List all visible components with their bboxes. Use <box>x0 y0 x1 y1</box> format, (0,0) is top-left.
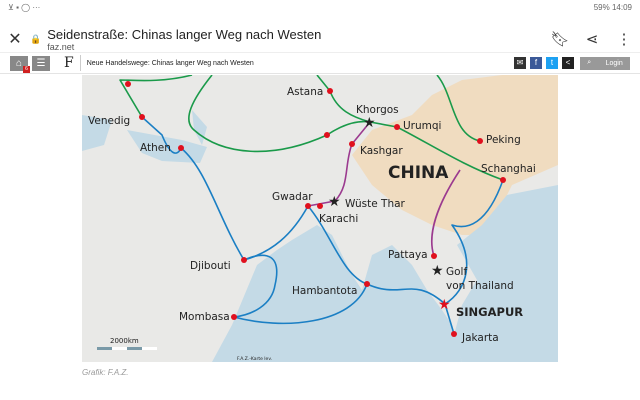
label-peking: Peking <box>486 134 521 146</box>
city-dot-astana <box>327 88 333 94</box>
label-von-thailand: von Thailand <box>446 280 514 292</box>
graphic-credit: Grafik: F.A.Z. <box>82 368 129 377</box>
home-icon[interactable]: ⌂6 <box>10 55 30 73</box>
label-djibouti: Djibouti <box>190 260 231 272</box>
scale-label: 2000km <box>110 337 139 345</box>
land-route <box>436 75 481 142</box>
more-icon[interactable]: ⋮ <box>616 31 632 48</box>
login-button[interactable]: ⌕Login <box>580 56 630 70</box>
mail-icon[interactable]: ✉ <box>514 57 526 69</box>
browser-toolbar: ✕ 🔒 Seidenstraße: Chinas langer Weg nach… <box>0 16 640 62</box>
city-dot-gwadar <box>305 203 311 209</box>
site-header: ⌂6 ☰ F Neue Handelswege: Chinas langer W… <box>0 52 640 74</box>
label-urumqi: Urumqi <box>403 120 441 132</box>
label-jakarta: Jakarta <box>461 332 499 344</box>
scale-bar <box>97 347 157 350</box>
label-china: CHINA <box>388 163 449 183</box>
label-venedig: Venedig <box>88 115 130 127</box>
city-dot-peking <box>477 138 483 144</box>
silk-road-map: ★ ★ ★ ★ Venedig Athen Astana Khorgos Uru… <box>82 75 558 362</box>
seas <box>82 110 558 362</box>
city-dot-mombasa <box>231 314 237 320</box>
label-karachi: Karachi <box>319 213 358 225</box>
notification-badge: 6 <box>23 65 30 73</box>
city-dot-djibouti <box>241 257 247 263</box>
city-dot-venedig <box>139 114 145 120</box>
land-route <box>188 75 371 153</box>
star-golf: ★ <box>431 263 444 279</box>
star-khorgos: ★ <box>363 115 376 131</box>
bookmark-icon[interactable]: 🔖︎ <box>550 31 570 48</box>
sea-route <box>233 254 368 325</box>
label-golf: Golf <box>446 266 467 278</box>
search-icon[interactable]: ⌕ <box>587 59 592 66</box>
sea-route <box>141 116 504 305</box>
star-singapur: ★ <box>438 297 451 313</box>
lock-icon: 🔒 <box>30 33 42 44</box>
share-icon[interactable]: < <box>562 57 574 69</box>
label-khorgos: Khorgos <box>356 104 399 116</box>
label-mombasa: Mombasa <box>179 311 230 323</box>
label-wueste-thar: Wüste Thar <box>345 198 406 210</box>
faz-logo[interactable]: F <box>64 55 81 71</box>
label-kashgar: Kashgar <box>360 145 403 157</box>
city-dot-athen <box>178 145 184 151</box>
city-dot-kashgar <box>349 141 355 147</box>
article-title: Neue Handelswege: Chinas langer Weg nach… <box>86 59 254 67</box>
label-athen: Athen <box>140 142 171 154</box>
city-dot <box>324 132 330 138</box>
rail-route <box>431 169 461 257</box>
city-dot-urumqi <box>394 124 400 130</box>
twitter-icon[interactable]: t <box>546 57 558 69</box>
status-bar: ⊻ ▪ ◯ ···59% 14:09 <box>8 3 632 12</box>
city-dot-hambantota <box>364 281 370 287</box>
sea-route <box>444 303 455 335</box>
facebook-icon[interactable]: f <box>530 57 542 69</box>
page-title: Seidenstraße: Chinas langer Weg nach Wes… <box>47 26 322 42</box>
city-dot-jakarta <box>451 331 457 337</box>
city-dot-karachi <box>317 203 323 209</box>
china-territory <box>352 75 558 235</box>
map-source: F.A.Z.-Karte lev. <box>237 356 272 362</box>
label-schanghai: Schanghai <box>481 163 536 175</box>
page-url: faz.net <box>47 41 75 52</box>
land-route <box>119 75 193 118</box>
share-icon[interactable]: ⋖ <box>585 31 599 48</box>
label-hambantota: Hambantota <box>292 285 357 297</box>
star-wueste-thar: ★ <box>328 194 341 210</box>
label-pattaya: Pattaya <box>388 249 428 261</box>
city-dot-pattaya <box>431 253 437 259</box>
label-gwadar: Gwadar <box>272 191 313 203</box>
city-dot-schanghai <box>500 177 506 183</box>
city-dot <box>125 81 131 87</box>
label-singapur: SINGAPUR <box>456 305 523 319</box>
menu-icon[interactable]: ☰ <box>32 55 50 71</box>
label-astana: Astana <box>287 86 323 98</box>
close-icon[interactable]: ✕ <box>8 31 22 48</box>
